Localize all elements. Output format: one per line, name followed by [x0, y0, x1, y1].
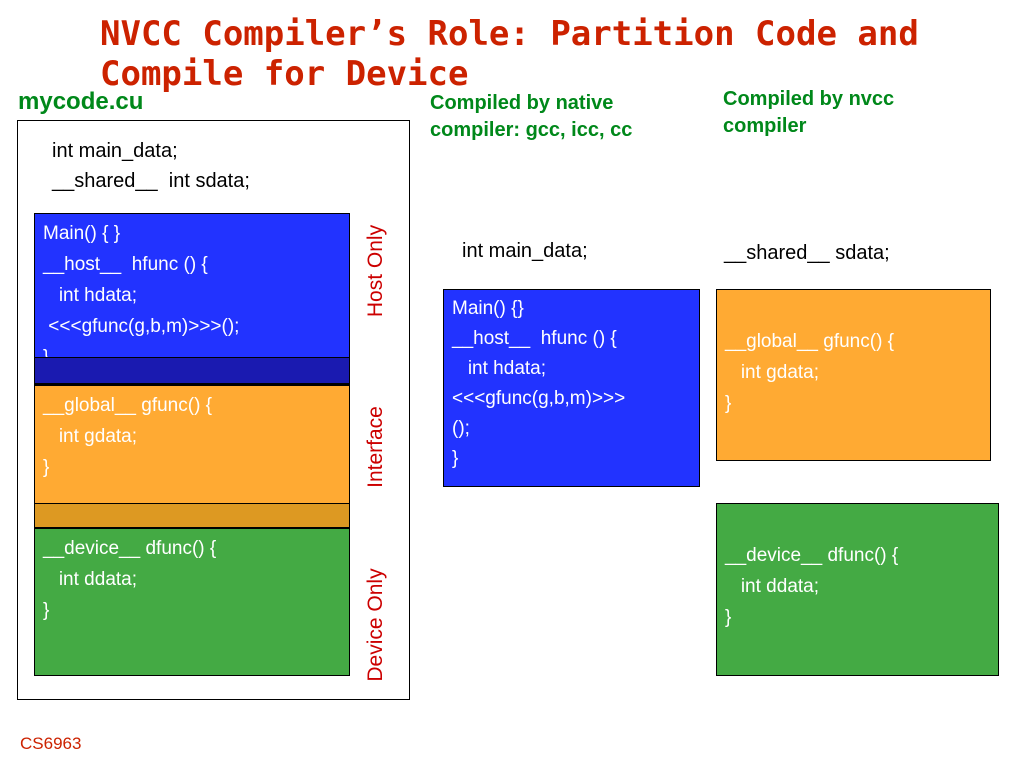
host-interface-overlap: [34, 357, 350, 384]
device-only-region-label: Device Only: [364, 568, 387, 682]
course-footer: CS6963: [20, 734, 82, 753]
native-host-code-block: Main() {} __host__ hfunc () { int hdata;…: [443, 289, 700, 487]
native-compiler-header: Compiled by native compiler: gcc, icc, c…: [430, 92, 633, 141]
slide-title: NVCC Compiler’s Role: Partition Code and…: [100, 14, 919, 94]
source-file-label: mycode.cu: [18, 88, 144, 115]
source-declarations: int main_data; __shared__ int sdata;: [52, 140, 250, 192]
source-file-box: [17, 120, 410, 700]
nvcc-global-code-block: __global__ gfunc() { int gdata; }: [716, 289, 991, 461]
nvcc-compiler-header: Compiled by nvcc compiler: [723, 88, 895, 137]
nvcc-declaration: __shared__ sdata;: [724, 242, 890, 264]
host-only-region-label: Host Only: [364, 224, 387, 318]
interface-region-label: Interface: [364, 406, 387, 488]
interface-device-overlap: [34, 503, 350, 528]
nvcc-device-code-block: __device__ dfunc() { int ddata; }: [716, 503, 999, 676]
native-declaration: int main_data;: [462, 240, 588, 262]
source-device-code-block: __device__ dfunc() { int ddata; }: [34, 528, 350, 676]
source-host-code-block: Main() { } __host__ hfunc () { int hdata…: [34, 213, 350, 385]
